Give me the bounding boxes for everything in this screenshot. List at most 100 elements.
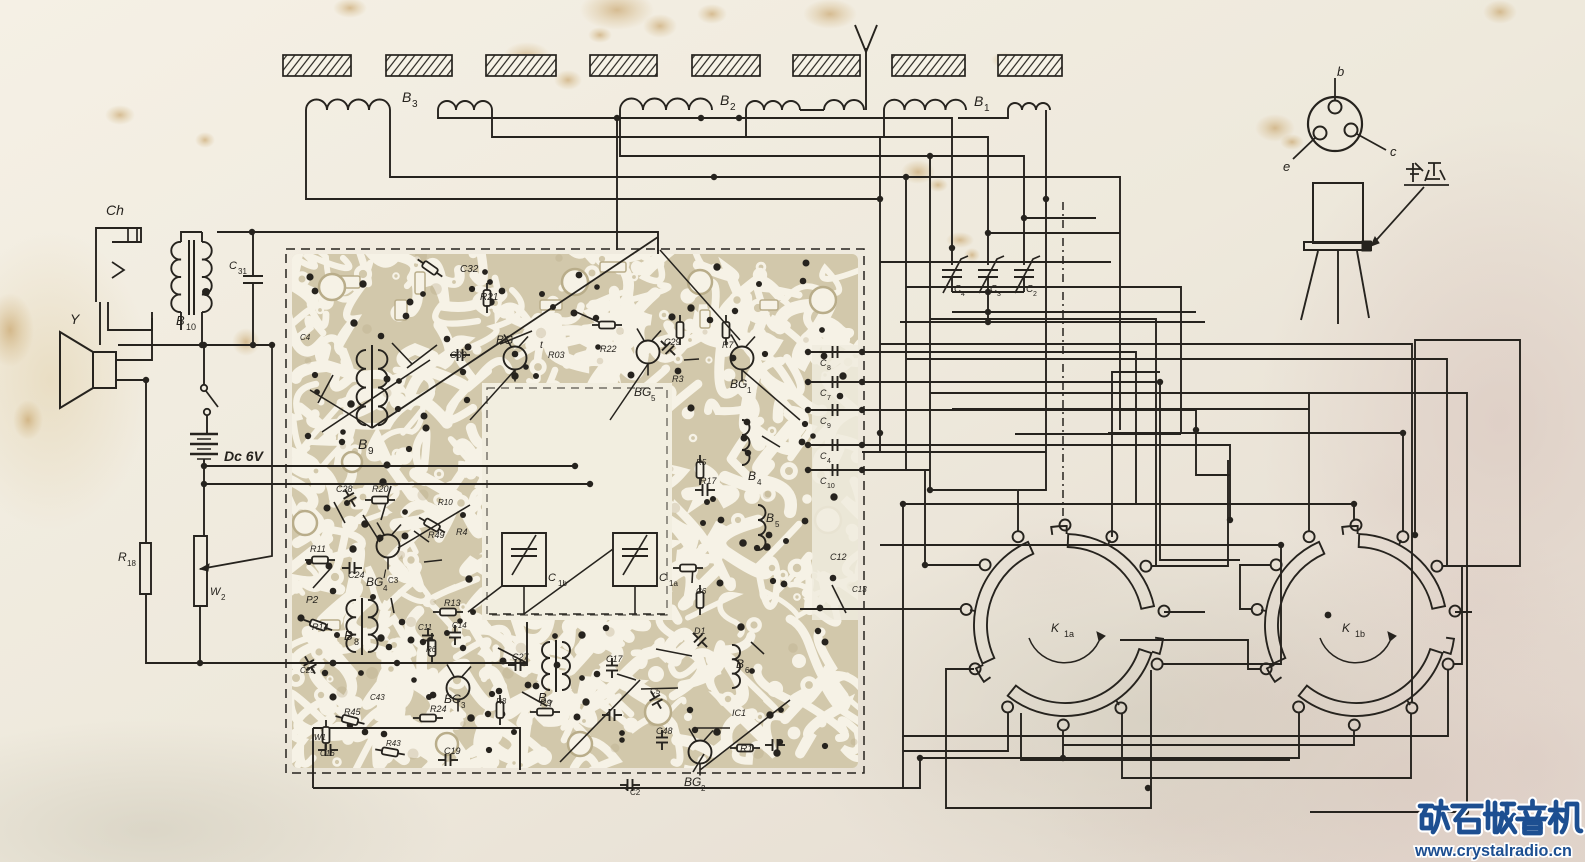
svg-text:5: 5 <box>775 520 780 529</box>
svg-text:Y: Y <box>70 311 81 327</box>
svg-text:4: 4 <box>827 458 831 465</box>
svg-text:R17: R17 <box>700 476 718 486</box>
svg-text:R24: R24 <box>430 704 447 714</box>
svg-text:B: B <box>538 690 547 705</box>
svg-text:C30: C30 <box>450 350 467 360</box>
svg-text:C6: C6 <box>696 587 707 596</box>
svg-text:4: 4 <box>961 291 965 298</box>
svg-text:BG: BG <box>684 775 701 789</box>
svg-text:BG: BG <box>634 385 651 399</box>
svg-text:8: 8 <box>827 365 831 372</box>
svg-text:C: C <box>954 284 962 295</box>
svg-text:C16: C16 <box>320 749 335 758</box>
svg-text:7: 7 <box>548 699 553 709</box>
svg-text:www.crystalradio.cn: www.crystalradio.cn <box>1414 842 1572 860</box>
svg-text:C27: C27 <box>512 652 530 662</box>
svg-text:B: B <box>720 92 729 108</box>
svg-text:R10: R10 <box>438 498 453 507</box>
svg-text:5: 5 <box>651 394 656 403</box>
svg-text:W: W <box>210 586 222 598</box>
svg-text:R1: R1 <box>740 744 753 755</box>
svg-text:8: 8 <box>354 637 359 647</box>
svg-text:R21: R21 <box>480 292 498 303</box>
svg-text:BG: BG <box>730 377 747 391</box>
svg-text:b: b <box>1337 64 1344 79</box>
svg-text:9: 9 <box>827 423 831 430</box>
svg-text:C43: C43 <box>370 693 385 702</box>
svg-text:D1: D1 <box>694 626 706 636</box>
svg-text:B: B <box>974 93 983 109</box>
svg-text:BG: BG <box>366 575 383 589</box>
svg-text:I: I <box>383 567 387 581</box>
svg-text:C: C <box>820 476 827 486</box>
svg-text:2: 2 <box>730 102 736 113</box>
svg-text:C2: C2 <box>630 788 641 797</box>
svg-text:R8: R8 <box>496 697 507 706</box>
svg-text:1: 1 <box>747 386 752 395</box>
svg-text:R5: R5 <box>696 458 707 467</box>
svg-text:6: 6 <box>745 666 750 675</box>
svg-text:R49: R49 <box>428 530 445 540</box>
svg-text:10: 10 <box>186 322 196 332</box>
svg-text:1a: 1a <box>1064 629 1074 639</box>
svg-text:R14: R14 <box>312 622 329 632</box>
svg-text:31: 31 <box>238 267 247 276</box>
svg-text:R45: R45 <box>344 707 362 717</box>
svg-text:W1: W1 <box>314 733 326 742</box>
svg-text:R43: R43 <box>386 739 401 748</box>
svg-text:C48: C48 <box>656 726 673 736</box>
svg-text:P2: P2 <box>306 595 319 606</box>
svg-text:Dc 6V: Dc 6V <box>224 448 265 464</box>
svg-text:R4: R4 <box>456 527 468 537</box>
svg-text:R6: R6 <box>426 645 437 654</box>
svg-text:C4: C4 <box>300 333 311 342</box>
svg-text:2: 2 <box>1033 291 1037 298</box>
svg-text:1a: 1a <box>669 579 678 588</box>
svg-text:R7: R7 <box>722 340 734 350</box>
svg-text:1: 1 <box>984 103 990 114</box>
svg-text:R3: R3 <box>672 374 684 384</box>
svg-text:7: 7 <box>827 395 831 402</box>
svg-text:C17: C17 <box>606 654 624 664</box>
svg-text:C: C <box>229 260 237 272</box>
svg-text:3: 3 <box>461 701 466 710</box>
svg-text:C: C <box>820 416 827 426</box>
svg-text:C12: C12 <box>830 552 847 562</box>
svg-text:C: C <box>659 572 667 584</box>
svg-text:C3: C3 <box>388 576 399 585</box>
svg-text:1b: 1b <box>1355 629 1365 639</box>
svg-text:R11: R11 <box>310 544 326 554</box>
svg-text:R03: R03 <box>548 350 565 360</box>
svg-text:1b: 1b <box>558 579 567 588</box>
svg-text:2: 2 <box>221 593 226 602</box>
svg-text:C: C <box>820 451 827 461</box>
svg-text:C28: C28 <box>336 484 353 494</box>
svg-text:B: B <box>358 436 367 452</box>
svg-text:K: K <box>1342 621 1351 635</box>
svg-text:R22: R22 <box>600 344 617 354</box>
svg-text:B: B <box>736 657 744 671</box>
svg-text:C24: C24 <box>348 570 365 580</box>
svg-text:C: C <box>548 572 556 584</box>
svg-text:B: B <box>402 89 411 105</box>
svg-text:C29: C29 <box>664 337 681 347</box>
svg-text:10: 10 <box>827 483 835 490</box>
svg-text:3: 3 <box>412 99 418 110</box>
svg-text:IC1: IC1 <box>732 708 746 718</box>
svg-text:C5: C5 <box>650 687 661 696</box>
svg-text:4: 4 <box>757 478 762 487</box>
svg-text:R: R <box>118 550 127 564</box>
svg-text:C: C <box>1026 284 1034 295</box>
svg-text:R20: R20 <box>372 484 389 494</box>
svg-text:9: 9 <box>368 446 374 457</box>
svg-text:C32: C32 <box>460 264 479 275</box>
svg-text:3: 3 <box>997 291 1001 298</box>
svg-text:Ch: Ch <box>106 202 124 218</box>
svg-text:B: B <box>766 511 774 525</box>
svg-text:C: C <box>820 358 827 368</box>
svg-text:c: c <box>1390 144 1397 159</box>
svg-text:B: B <box>748 469 756 483</box>
svg-text:C19: C19 <box>444 746 461 756</box>
svg-text:t: t <box>540 340 544 351</box>
svg-text:I: I <box>625 779 629 793</box>
